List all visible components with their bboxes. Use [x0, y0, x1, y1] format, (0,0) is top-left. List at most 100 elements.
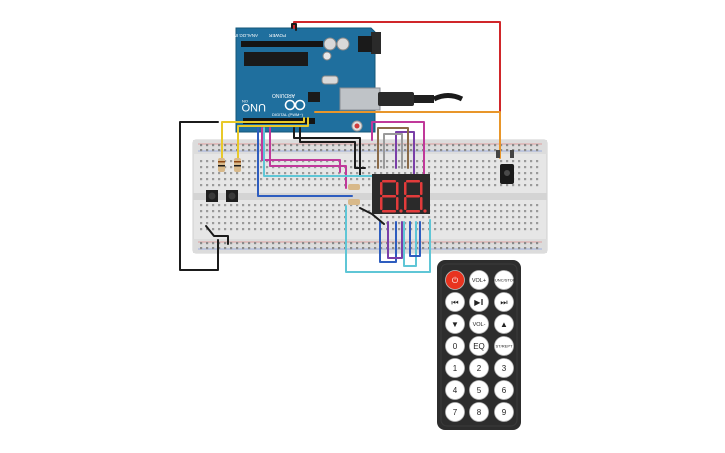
digit-8-label: 8	[477, 408, 482, 417]
wire-yellow-1	[221, 117, 305, 163]
segment	[404, 182, 407, 195]
arduino-logo-icon	[284, 99, 306, 111]
next-label: ⏭	[500, 298, 507, 307]
resistors[interactable]	[218, 158, 360, 205]
down-label: ▼	[451, 320, 459, 329]
wire-cyan-2	[345, 205, 431, 273]
up-label: ▲	[500, 320, 508, 329]
vol-down-button[interactable]: VOL-	[469, 314, 489, 334]
func-stop-label: FUNC/STOP	[492, 277, 515, 282]
digit-7-button[interactable]: 7	[445, 402, 465, 422]
digit-0-button[interactable]: 0	[445, 336, 465, 356]
analog-header-label: ANALOG IN	[233, 33, 258, 38]
decimal-point	[399, 209, 403, 213]
wire-cyan-1	[263, 127, 373, 177]
segment	[396, 197, 399, 210]
segment	[380, 197, 383, 210]
wire-black-4	[205, 225, 229, 245]
digit-4-label: 4	[453, 386, 458, 395]
play-pause-label: ▶‖	[474, 298, 483, 307]
st-rept-button[interactable]: ST/REPT	[494, 336, 514, 356]
digit-5-button[interactable]: 5	[469, 380, 489, 400]
wire-blue-3	[409, 221, 421, 257]
eq-button[interactable]: EQ	[469, 336, 489, 356]
power-header-label: POWER	[268, 33, 286, 38]
prev-label: ⏮	[451, 298, 458, 307]
ir-remote[interactable]: ⏻ VOL+ FUNC/STOP ⏮ ▶‖ ⏭ ▼ VOL- ▲ 0 EQ ST/REPT 1 2 3 4 5 6…	[437, 260, 521, 430]
resistor-4	[348, 199, 360, 205]
arduino-board[interactable]: UNO ARDUINO POWER ANALOG IN DIGITAL (PWM…	[233, 27, 381, 133]
wires[interactable]	[179, 21, 501, 273]
digit-7-label: 7	[453, 408, 458, 417]
arduino-model-text: UNO	[241, 101, 266, 113]
wire-magenta-3	[261, 127, 341, 173]
digit-4-button[interactable]: 4	[445, 380, 465, 400]
breadboard[interactable]	[192, 139, 548, 254]
digital-header-label: DIGITAL (PWM~)	[272, 112, 304, 117]
digit-9-label: 9	[502, 408, 507, 417]
segment	[406, 210, 420, 213]
digit-1-button[interactable]: 1	[445, 358, 465, 378]
segment	[420, 182, 423, 195]
ir-receiver[interactable]	[496, 150, 514, 184]
digit-6-label: 6	[502, 386, 507, 395]
down-button[interactable]: ▼	[445, 314, 465, 334]
digit-8-button[interactable]: 8	[469, 402, 489, 422]
display-digits	[380, 180, 427, 213]
display-digit-2	[404, 180, 427, 213]
digit-3-label: 3	[502, 364, 507, 373]
on-led-label: ON	[242, 99, 248, 104]
display-digit-1	[380, 180, 403, 213]
segment	[406, 195, 420, 198]
vol-down-label: VOL-	[473, 322, 486, 328]
wire-purple-1	[387, 221, 403, 259]
usb-cable	[378, 92, 464, 106]
next-button[interactable]: ⏭	[494, 292, 514, 312]
prev-button[interactable]: ⏮	[445, 292, 465, 312]
usb-port	[339, 87, 381, 111]
segment	[406, 180, 420, 183]
wire-cyan-3	[403, 221, 417, 267]
func-stop-button[interactable]: FUNC/STOP	[492, 270, 516, 290]
wire-brown	[377, 127, 409, 169]
pushbuttons[interactable]	[206, 190, 238, 202]
digit-0-label: 0	[453, 342, 458, 351]
wire-black-gnd	[291, 23, 297, 31]
analog-header	[241, 41, 323, 47]
segment	[396, 182, 399, 195]
wire-yellow-2	[237, 117, 309, 163]
wire-blue-1	[257, 127, 353, 197]
wire-black-2	[293, 127, 361, 177]
seven-segment-display[interactable]	[372, 174, 430, 214]
segment	[382, 210, 396, 213]
digit-9-button[interactable]: 9	[494, 402, 514, 422]
resistor-3	[348, 184, 360, 190]
decimal-point	[423, 209, 427, 213]
digit-6-button[interactable]: 6	[494, 380, 514, 400]
power-button[interactable]: ⏻	[445, 270, 465, 290]
wire-orange	[314, 111, 501, 159]
arduino-brand-text: ARDUINO	[272, 92, 295, 98]
microcontroller-chip	[244, 52, 308, 66]
digit-2-button[interactable]: 2	[469, 358, 489, 378]
st-rept-label: ST/REPT	[496, 343, 513, 348]
vol-up-label: VOL+	[472, 278, 486, 284]
digit-5-label: 5	[477, 386, 482, 395]
play-pause-button[interactable]: ▶‖	[469, 292, 489, 312]
power-label: ⏻	[452, 276, 459, 285]
vol-up-button[interactable]: VOL+	[469, 270, 489, 290]
power-jack	[371, 32, 381, 54]
wire-black-left-loop	[179, 121, 219, 271]
segment	[420, 197, 423, 210]
up-button[interactable]: ▲	[494, 314, 514, 334]
segment	[382, 180, 396, 183]
segment	[382, 195, 396, 198]
digit-3-button[interactable]: 3	[494, 358, 514, 378]
wire-purple-2	[395, 131, 415, 177]
remote-buttons: ⏻ VOL+ FUNC/STOP ⏮ ▶‖ ⏭ ▼ VOL- ▲ 0 EQ ST/REPT 1 2 3 4 5 6…	[445, 270, 516, 422]
eq-label: EQ	[473, 342, 485, 351]
digit-1-label: 1	[453, 364, 458, 373]
digit-2-label: 2	[477, 364, 482, 373]
segment	[380, 182, 383, 195]
